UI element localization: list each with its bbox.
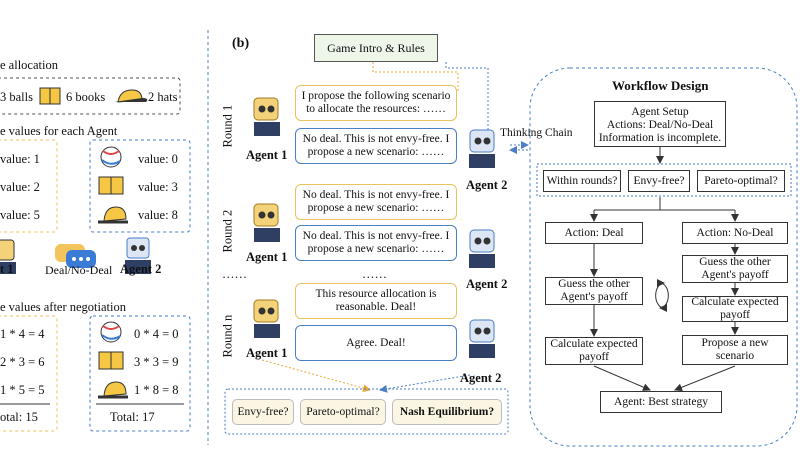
agent2-calc-hat: 1 * 8 = 8	[134, 383, 179, 397]
calc-payoff-right: Calculate expected payoff	[682, 296, 788, 322]
check-within-rounds: Within rounds?	[543, 170, 621, 192]
thinking-chain-label: Thinking Chain	[500, 127, 573, 139]
panel-b-label: (b)	[232, 36, 250, 51]
round2-agent2-name: Agent 2	[466, 277, 508, 291]
agent1-total: otal: 15	[0, 410, 38, 424]
hat-icon	[98, 381, 128, 399]
round2-agent1-bubble: No deal. This is not envy-free. I propos…	[295, 184, 457, 220]
ellipsis-left: ……	[222, 267, 247, 281]
item-hats: 2 hats	[148, 90, 178, 104]
robot-icon	[125, 237, 151, 274]
item-books: 6 books	[66, 90, 106, 104]
action-deal-box: Action: Deal	[545, 222, 643, 244]
agent-setup-box: Agent Setup Actions: Deal/No-Deal Inform…	[594, 101, 726, 147]
round1-agent2-name: Agent 2	[466, 178, 508, 192]
round2-agent2-bubble: No deal. This is not envy-free. I propos…	[295, 225, 457, 261]
hat-icon	[98, 206, 128, 224]
item-balls: 3 balls	[0, 90, 33, 104]
hat-icon	[114, 89, 148, 103]
agent2-total: Total: 17	[110, 410, 155, 424]
roundn-agent1-bubble: This resource allocation is reasonable. …	[295, 283, 457, 319]
workflow-title: Workflow Design	[612, 78, 709, 93]
ball-icon	[100, 146, 122, 168]
agent1-calc-ball: 1 * 4 = 4	[0, 327, 45, 341]
round1-agent1-bubble: I propose the following scenario to allo…	[295, 85, 457, 121]
agent2-calc-icons	[98, 321, 128, 399]
guess-payoff-left: Guess the other Agent's payoff	[545, 277, 643, 305]
agent1-calc-hat: 1 * 5 = 5	[0, 383, 45, 397]
round-n-label: Round n	[220, 314, 235, 358]
check-pareto-optimal: Pareto-optimal?	[697, 170, 785, 192]
criteria-envy-free: Envy-free?	[232, 399, 294, 425]
robot-icon	[469, 319, 495, 358]
agent1-value-hat: value: 5	[0, 208, 40, 222]
roundn-agent1-name: Agent 1	[246, 346, 288, 360]
after-heading: e values after negotiation	[0, 300, 126, 314]
guess-payoff-right: Guess the other Agent's payoff	[682, 255, 788, 283]
agent2-value-book: value: 3	[138, 180, 178, 194]
round-2-label: Round 2	[220, 209, 235, 253]
criteria-nash-equilibrium: Nash Equilibrium?	[392, 399, 502, 425]
agent2-label-left: Agent 2	[120, 262, 162, 276]
roundn-agent2-name: Agent 2	[460, 371, 502, 385]
game-intro-box: Game Intro & Rules	[314, 34, 438, 62]
items-icons	[39, 87, 148, 105]
chat-bubble-icon	[55, 244, 96, 268]
robot-icon	[469, 129, 495, 168]
agent1-value-ball: value: 1	[0, 152, 40, 166]
book-icon	[98, 351, 124, 370]
round1-agent2-bubble: No deal. This is not envy-free. I propos…	[295, 128, 457, 164]
agent2-value-hat: value: 8	[138, 208, 178, 222]
robot-icon	[469, 229, 495, 268]
agent2-calc-ball: 0 * 4 = 0	[134, 327, 179, 341]
propose-scenario-box: Propose a new scenario	[682, 335, 788, 365]
ellipsis-middle: ……	[362, 267, 387, 281]
check-envy-free: Envy-free?	[628, 170, 690, 192]
round1-agent1-name: Agent 1	[246, 148, 288, 162]
criteria-pareto-optimal: Pareto-optimal?	[300, 399, 386, 425]
allocation-heading: e allocation	[0, 58, 58, 72]
agent2-value-ball: value: 0	[138, 152, 178, 166]
ball-icon	[100, 321, 122, 343]
deal-nodeal-label: Deal/No-Deal	[45, 263, 113, 277]
calc-payoff-left: Calculate expected payoff	[545, 337, 643, 365]
round-1-label: Round 1	[220, 104, 235, 148]
agent2-value-icons	[98, 146, 128, 224]
agent2-calc-book: 3 * 3 = 9	[134, 355, 179, 369]
robot-icon	[253, 203, 280, 242]
robot-icon	[253, 97, 280, 136]
agent1-calc-book: 2 * 3 = 6	[0, 355, 45, 369]
robot-icon	[0, 239, 16, 274]
values-heading: e values for each Agent	[0, 124, 118, 138]
left-robots	[0, 237, 151, 274]
agent-setup-line2: Actions: Deal/No-Deal	[606, 119, 714, 131]
book-icon	[39, 87, 61, 105]
agent-setup-line1: Agent Setup	[631, 106, 689, 118]
middle-robots	[253, 97, 495, 358]
best-strategy-box: Agent: Best strategy	[600, 391, 722, 413]
roundn-agent2-bubble: Agree. Deal!	[295, 325, 457, 361]
book-icon	[98, 176, 124, 195]
agent1-value-book: value: 2	[0, 180, 40, 194]
agent1-label-left: t 1	[0, 262, 14, 276]
agent-setup-line3: Information is incomplete.	[598, 132, 722, 144]
round2-agent1-name: Agent 1	[246, 250, 288, 264]
robot-icon	[253, 299, 280, 338]
action-nodeal-box: Action: No-Deal	[682, 222, 788, 244]
